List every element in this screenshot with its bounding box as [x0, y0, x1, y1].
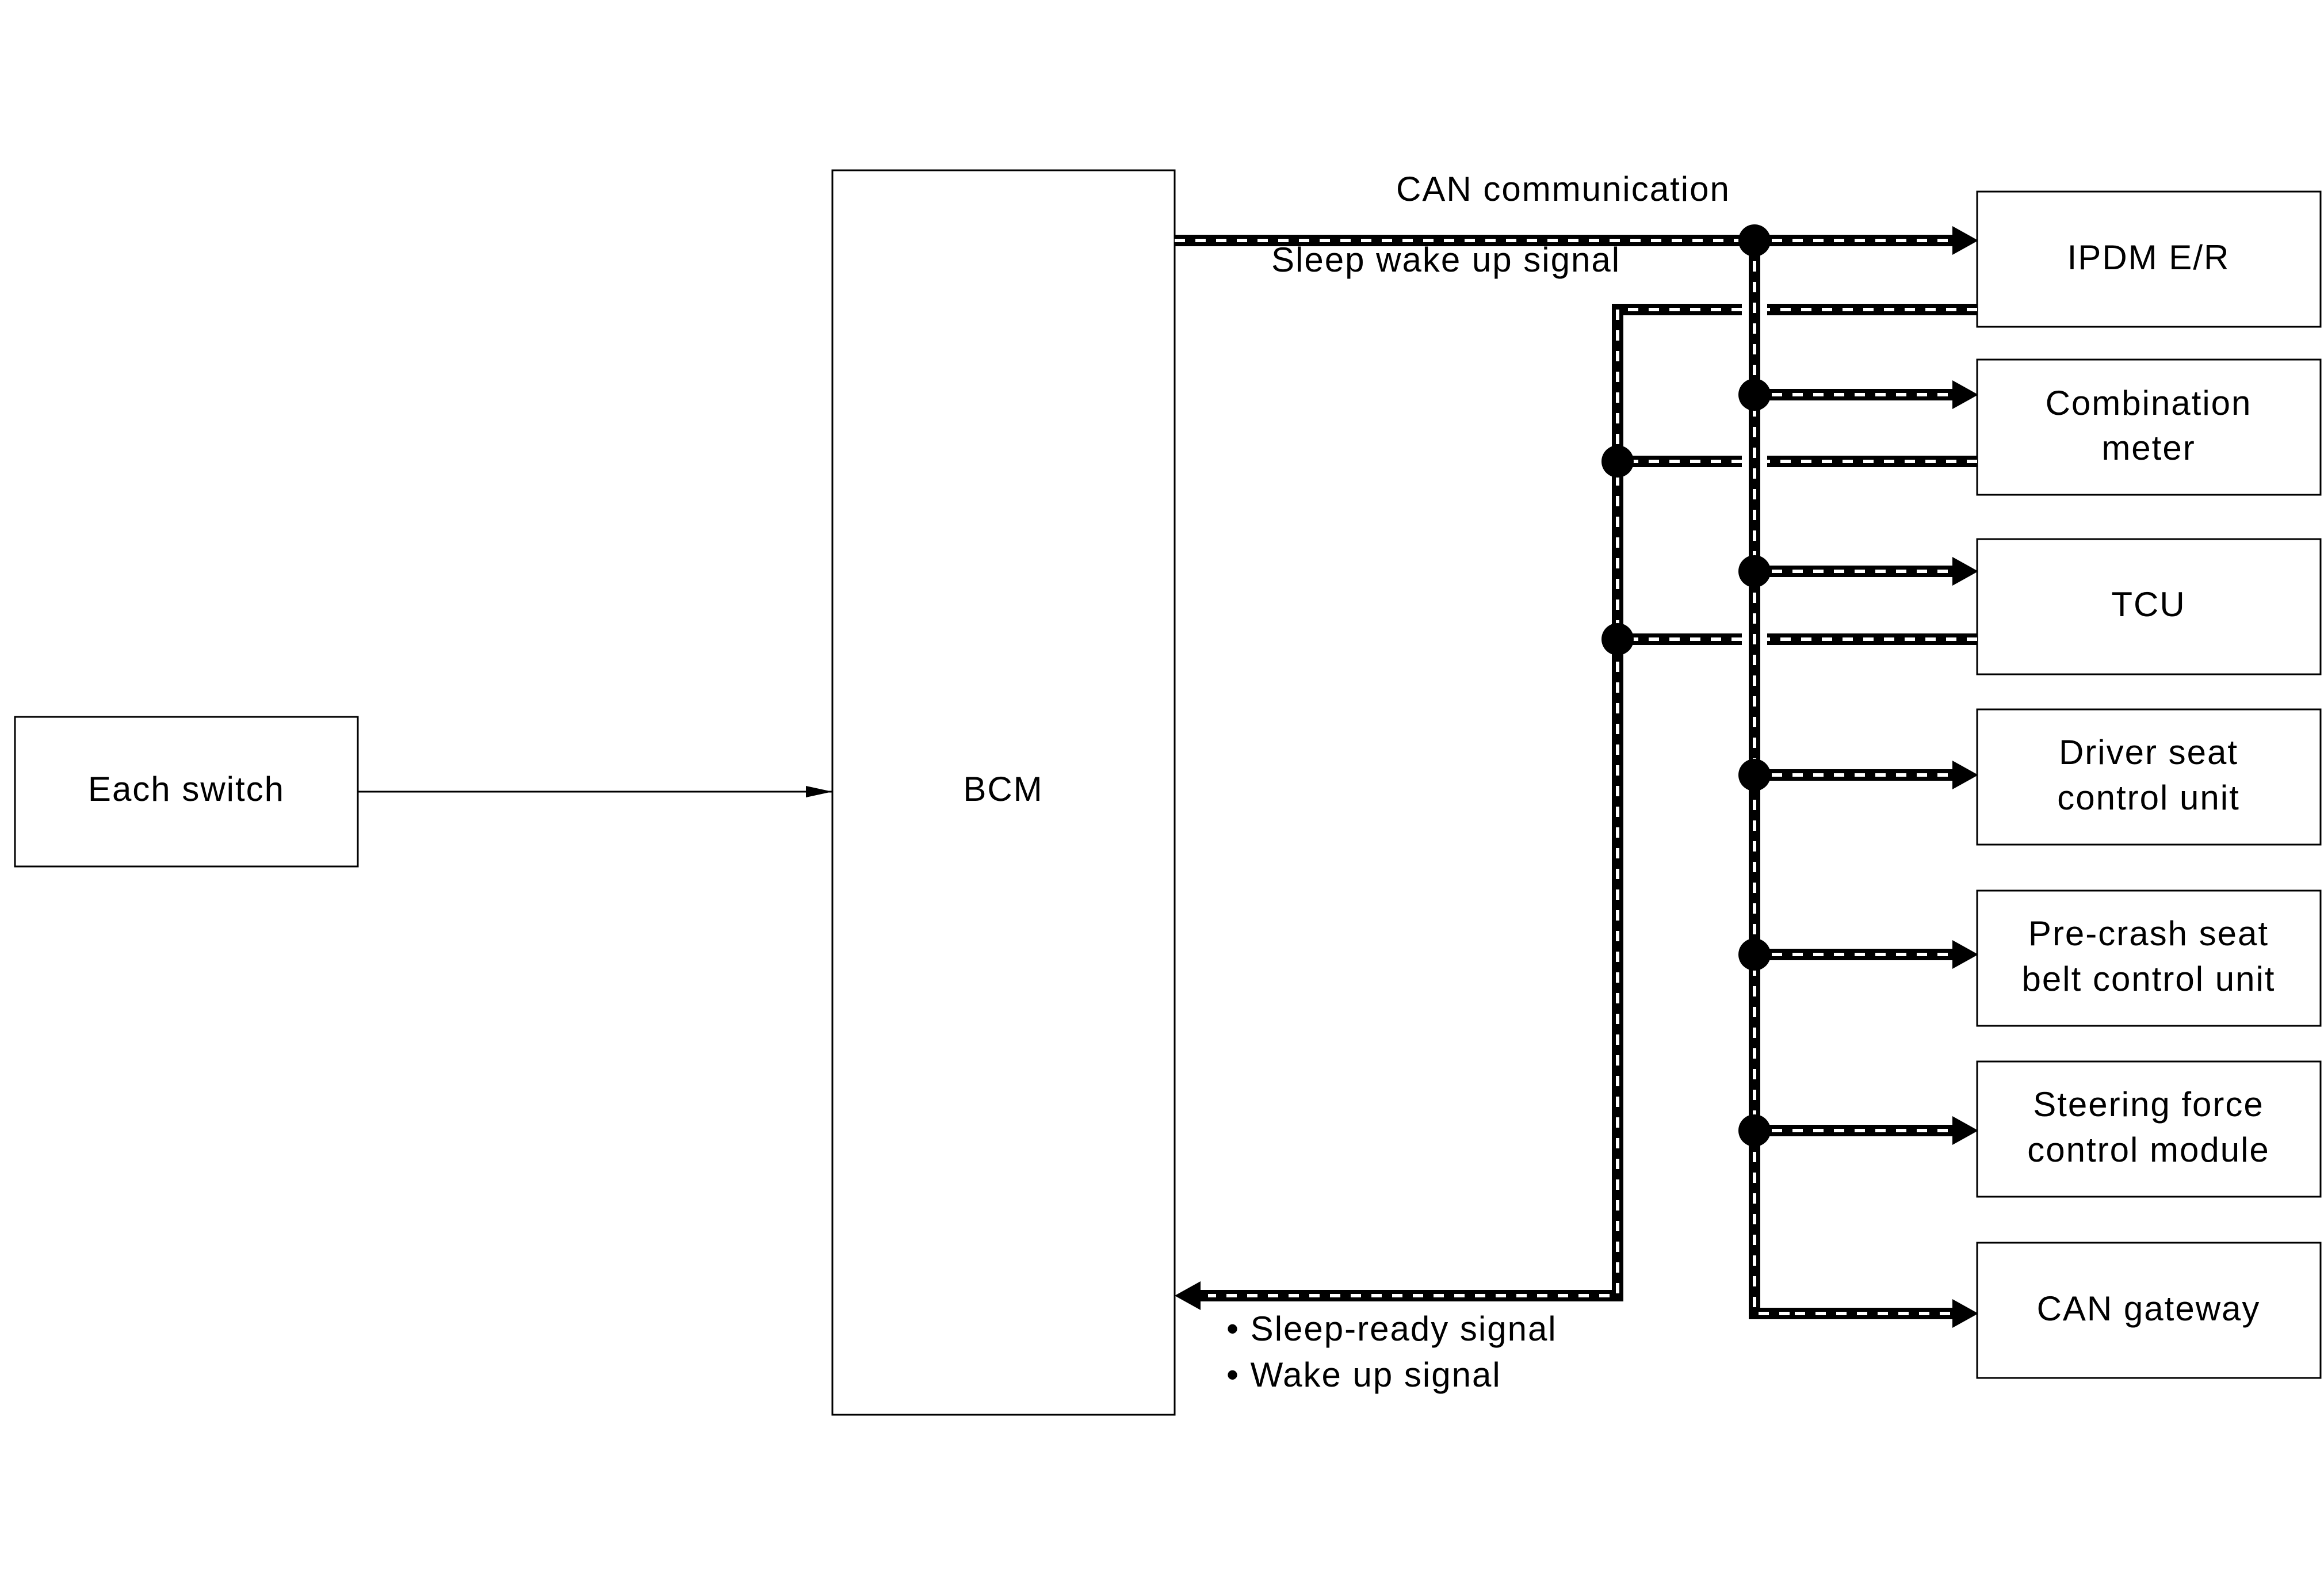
can-communication-label: CAN communication [1396, 170, 1730, 208]
bcm-box: BCM [831, 169, 1176, 1416]
svg-text:Each switch: Each switch [88, 770, 285, 808]
svg-text:BCM: BCM [963, 770, 1043, 808]
junction-dot [1738, 379, 1771, 411]
junction-dot [1601, 623, 1634, 655]
junction-dot [1601, 445, 1634, 478]
pre-crash-seat-belt-control-unit-box: Pre-crash seat belt control unit [1976, 889, 2322, 1027]
junction-dot [1738, 224, 1771, 257]
junction-dot [1738, 1114, 1771, 1147]
tcu-box: TCU [1976, 538, 2322, 675]
svg-text:control unit: control unit [2057, 778, 2240, 817]
svg-text:control module: control module [2027, 1131, 2270, 1169]
sleep-ready-return-bus [1175, 304, 1977, 1310]
svg-text:TCU: TCU [2111, 585, 2185, 624]
svg-text:Combination: Combination [2046, 384, 2252, 422]
steering-force-control-module-box: Steering force control module [1976, 1060, 2322, 1198]
driver-seat-control-unit-box: Driver seat control unit [1976, 708, 2322, 846]
sleep-wake-up-signal-label: Sleep wake up signal [1271, 240, 1620, 279]
bus-junction-dots [1601, 224, 1771, 1147]
svg-text:belt control unit: belt control unit [2022, 960, 2276, 998]
can-gateway-box: CAN gateway [1976, 1242, 2322, 1379]
svg-text:meter: meter [2101, 429, 2195, 467]
svg-text:Steering force: Steering force [2033, 1085, 2264, 1124]
ipdm-er-box: IPDM E/R [1976, 190, 2322, 328]
wake-up-signal-label: • Wake up signal [1226, 1355, 1501, 1394]
svg-text:CAN gateway: CAN gateway [2037, 1289, 2261, 1328]
svg-text:IPDM E/R: IPDM E/R [2067, 238, 2230, 277]
svg-text:Pre-crash seat: Pre-crash seat [2028, 914, 2269, 953]
sleep-ready-signal-label: • Sleep-ready signal [1226, 1309, 1557, 1348]
junction-dot [1738, 759, 1771, 791]
each-switch-box: Each switch [14, 716, 359, 868]
can-communication-bus [1175, 235, 1795, 1319]
combination-meter-box: Combination meter [1976, 358, 2322, 496]
junction-dot [1738, 555, 1771, 587]
junction-dot [1738, 938, 1771, 971]
svg-text:Driver seat: Driver seat [2059, 733, 2238, 772]
